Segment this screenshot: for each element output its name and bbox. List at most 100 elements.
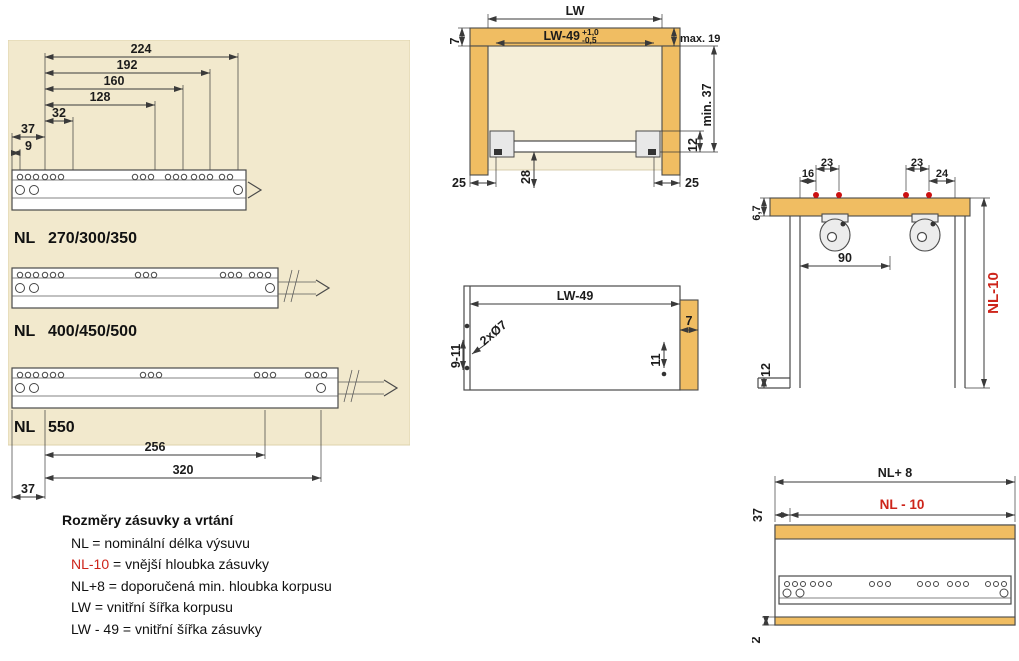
dim-320-label: 320 (173, 463, 194, 477)
drawer-bottom-panel (495, 140, 655, 153)
dim-24-label: 24 (936, 168, 949, 180)
dim-23-right-label: 23 (911, 158, 923, 169)
bottom-dimension-lines: 256 320 37 (11, 410, 322, 500)
cabinet-front-strip (679, 299, 699, 391)
dim-90-label: 90 (838, 251, 852, 265)
dim-nl10-label: NL - 10 (880, 497, 925, 512)
legend-definition: = vnitřní šířka korpusu (90, 599, 233, 615)
row1-prefix: NL (14, 230, 36, 247)
dim-2-label: 2 (752, 636, 763, 643)
dimensions: LW LW-49 +1,0 -0,5 max. 19 7 12 min. 37 … (450, 5, 720, 190)
rear-hook (383, 379, 399, 397)
drill-hole (661, 371, 667, 377)
dim-12-label: 12 (759, 363, 773, 377)
slide-rail (11, 367, 339, 409)
dimensions-top: 16 23 23 24 (799, 158, 956, 212)
top-dimension-lines: 224 192 160 128 32 37 9 (11, 42, 239, 170)
row1-sizes: 270/300/350 (48, 230, 137, 247)
dim-max19-label: max. 19 (680, 33, 720, 45)
dim-11-label: 11 (649, 353, 663, 366)
drill-hole (464, 365, 470, 371)
break-mark (343, 369, 353, 403)
legend-definition: = nominální délka výsuvu (88, 534, 250, 551)
rear-hook (247, 181, 263, 199)
row3-prefix: NL (14, 419, 36, 436)
legend-item-nl10: NL-10 = vnější hloubka zásuvky (62, 554, 332, 576)
slide-lengths-diagram: 224 192 160 128 32 37 9 (8, 40, 410, 500)
dim-37-bottom-label: 37 (21, 482, 35, 496)
dim-160-label: 160 (104, 74, 125, 88)
row2-prefix: NL (14, 323, 36, 340)
dim-32-label: 32 (52, 106, 66, 120)
dim-37-label: 37 (752, 508, 765, 522)
dim-nl10-label: NL-10 (985, 272, 1002, 314)
dimensions-side: 6,7 90 12 NL-10 (752, 197, 1002, 389)
legend-definition: = vnitřní šířka zásuvky (118, 620, 262, 637)
legend: Rozměry zásuvky a vrtání NL = nominální … (62, 510, 332, 640)
drill-hole (464, 323, 470, 329)
locking-clips (819, 213, 941, 252)
dim-128-label: 128 (90, 90, 111, 104)
dim-25-right-label: 25 (685, 176, 699, 190)
legend-item-lw: LW = vnitřní šířka korpusu (62, 597, 332, 619)
dim-192-label: 192 (117, 58, 138, 72)
front-section-diagram: LW LW-49 +1,0 -0,5 max. 19 7 12 min. 37 … (450, 5, 720, 190)
legend-term: LW (71, 599, 91, 615)
legend-term: NL-10 (71, 556, 110, 572)
legend-title: Rozměry zásuvky a vrtání (62, 512, 234, 528)
dim-37-front-label: 37 (21, 122, 35, 136)
dim-lw49-tol-plus: +1,0 (582, 27, 599, 37)
drawer-top-edge (774, 524, 1016, 540)
dim-25-left-label: 25 (452, 176, 466, 190)
cabinet-body (469, 27, 681, 176)
slide-row-2: NL 400/450/500 (11, 267, 331, 340)
legend-term: NL+8 (71, 577, 105, 594)
mounting-pin-dot (903, 192, 909, 198)
drawer-bottom-edge (774, 616, 1016, 626)
legend-definition: = doporučená min. hloubka korpusu (104, 577, 332, 594)
drawer-body (774, 524, 1016, 626)
dimensions-top: NL+ 8 NL - 10 37 (752, 466, 1016, 522)
dimension-bottom: 2 (752, 616, 775, 643)
dim-28-label: 28 (519, 170, 533, 184)
mounting-holes (15, 371, 328, 393)
row3-sizes: 550 (48, 419, 75, 436)
cabinet-panels (757, 216, 966, 389)
dim-nl8-label: NL+ 8 (878, 466, 912, 480)
dim-224-label: 224 (131, 42, 152, 56)
dim-16-label: 16 (802, 168, 814, 180)
hook-section-diagram: 16 23 23 24 (752, 158, 1002, 389)
legend-item-lw49: LW - 49 = vnitřní šířka zásuvky (62, 619, 332, 641)
right-side-panel (661, 45, 681, 176)
bottom-view-diagram: LW-49 7 11 9-11 2xØ7 (450, 285, 699, 391)
drawer-bottom-bar (769, 192, 971, 217)
slide-row-1: NL 270/300/350 (11, 169, 263, 247)
slide-row-3: NL 550 (11, 367, 399, 436)
dim-9-label: 9 (25, 139, 32, 153)
dim-lw49-label: LW-49 (557, 289, 594, 303)
mounting-holes (782, 581, 1009, 598)
legend-term: LW - 49 (71, 620, 119, 637)
rear-hook (315, 279, 331, 297)
legend-term: NL (71, 534, 89, 551)
dim-lw-label: LW (566, 5, 585, 18)
dim-9-11-label: 9-11 (450, 344, 463, 368)
slide-rail (778, 575, 1012, 605)
legend-item-nl8: NL+8 = doporučená min. hloubka korpusu (62, 576, 332, 598)
left-side-panel (469, 45, 489, 176)
mounting-pin-dot (813, 192, 819, 198)
mounting-holes (15, 271, 275, 293)
dim-lw49-label: LW-49 (543, 29, 580, 43)
dim-7-label: 7 (450, 37, 462, 44)
dim-6-7-label: 6,7 (752, 205, 763, 220)
dim-7-label: 7 (686, 314, 693, 328)
dim-min37-label: min. 37 (700, 83, 714, 126)
dim-lw49-tol-minus: -0,5 (582, 35, 597, 45)
legend-definition: = vnější hloubka zásuvky (109, 556, 270, 572)
mounting-holes (15, 173, 243, 195)
row2-sizes: 400/450/500 (48, 323, 137, 340)
dim-256-label: 256 (145, 440, 166, 454)
legend-item-nl: NL = nominální délka výsuvu (62, 533, 332, 555)
break-mark (283, 269, 293, 303)
